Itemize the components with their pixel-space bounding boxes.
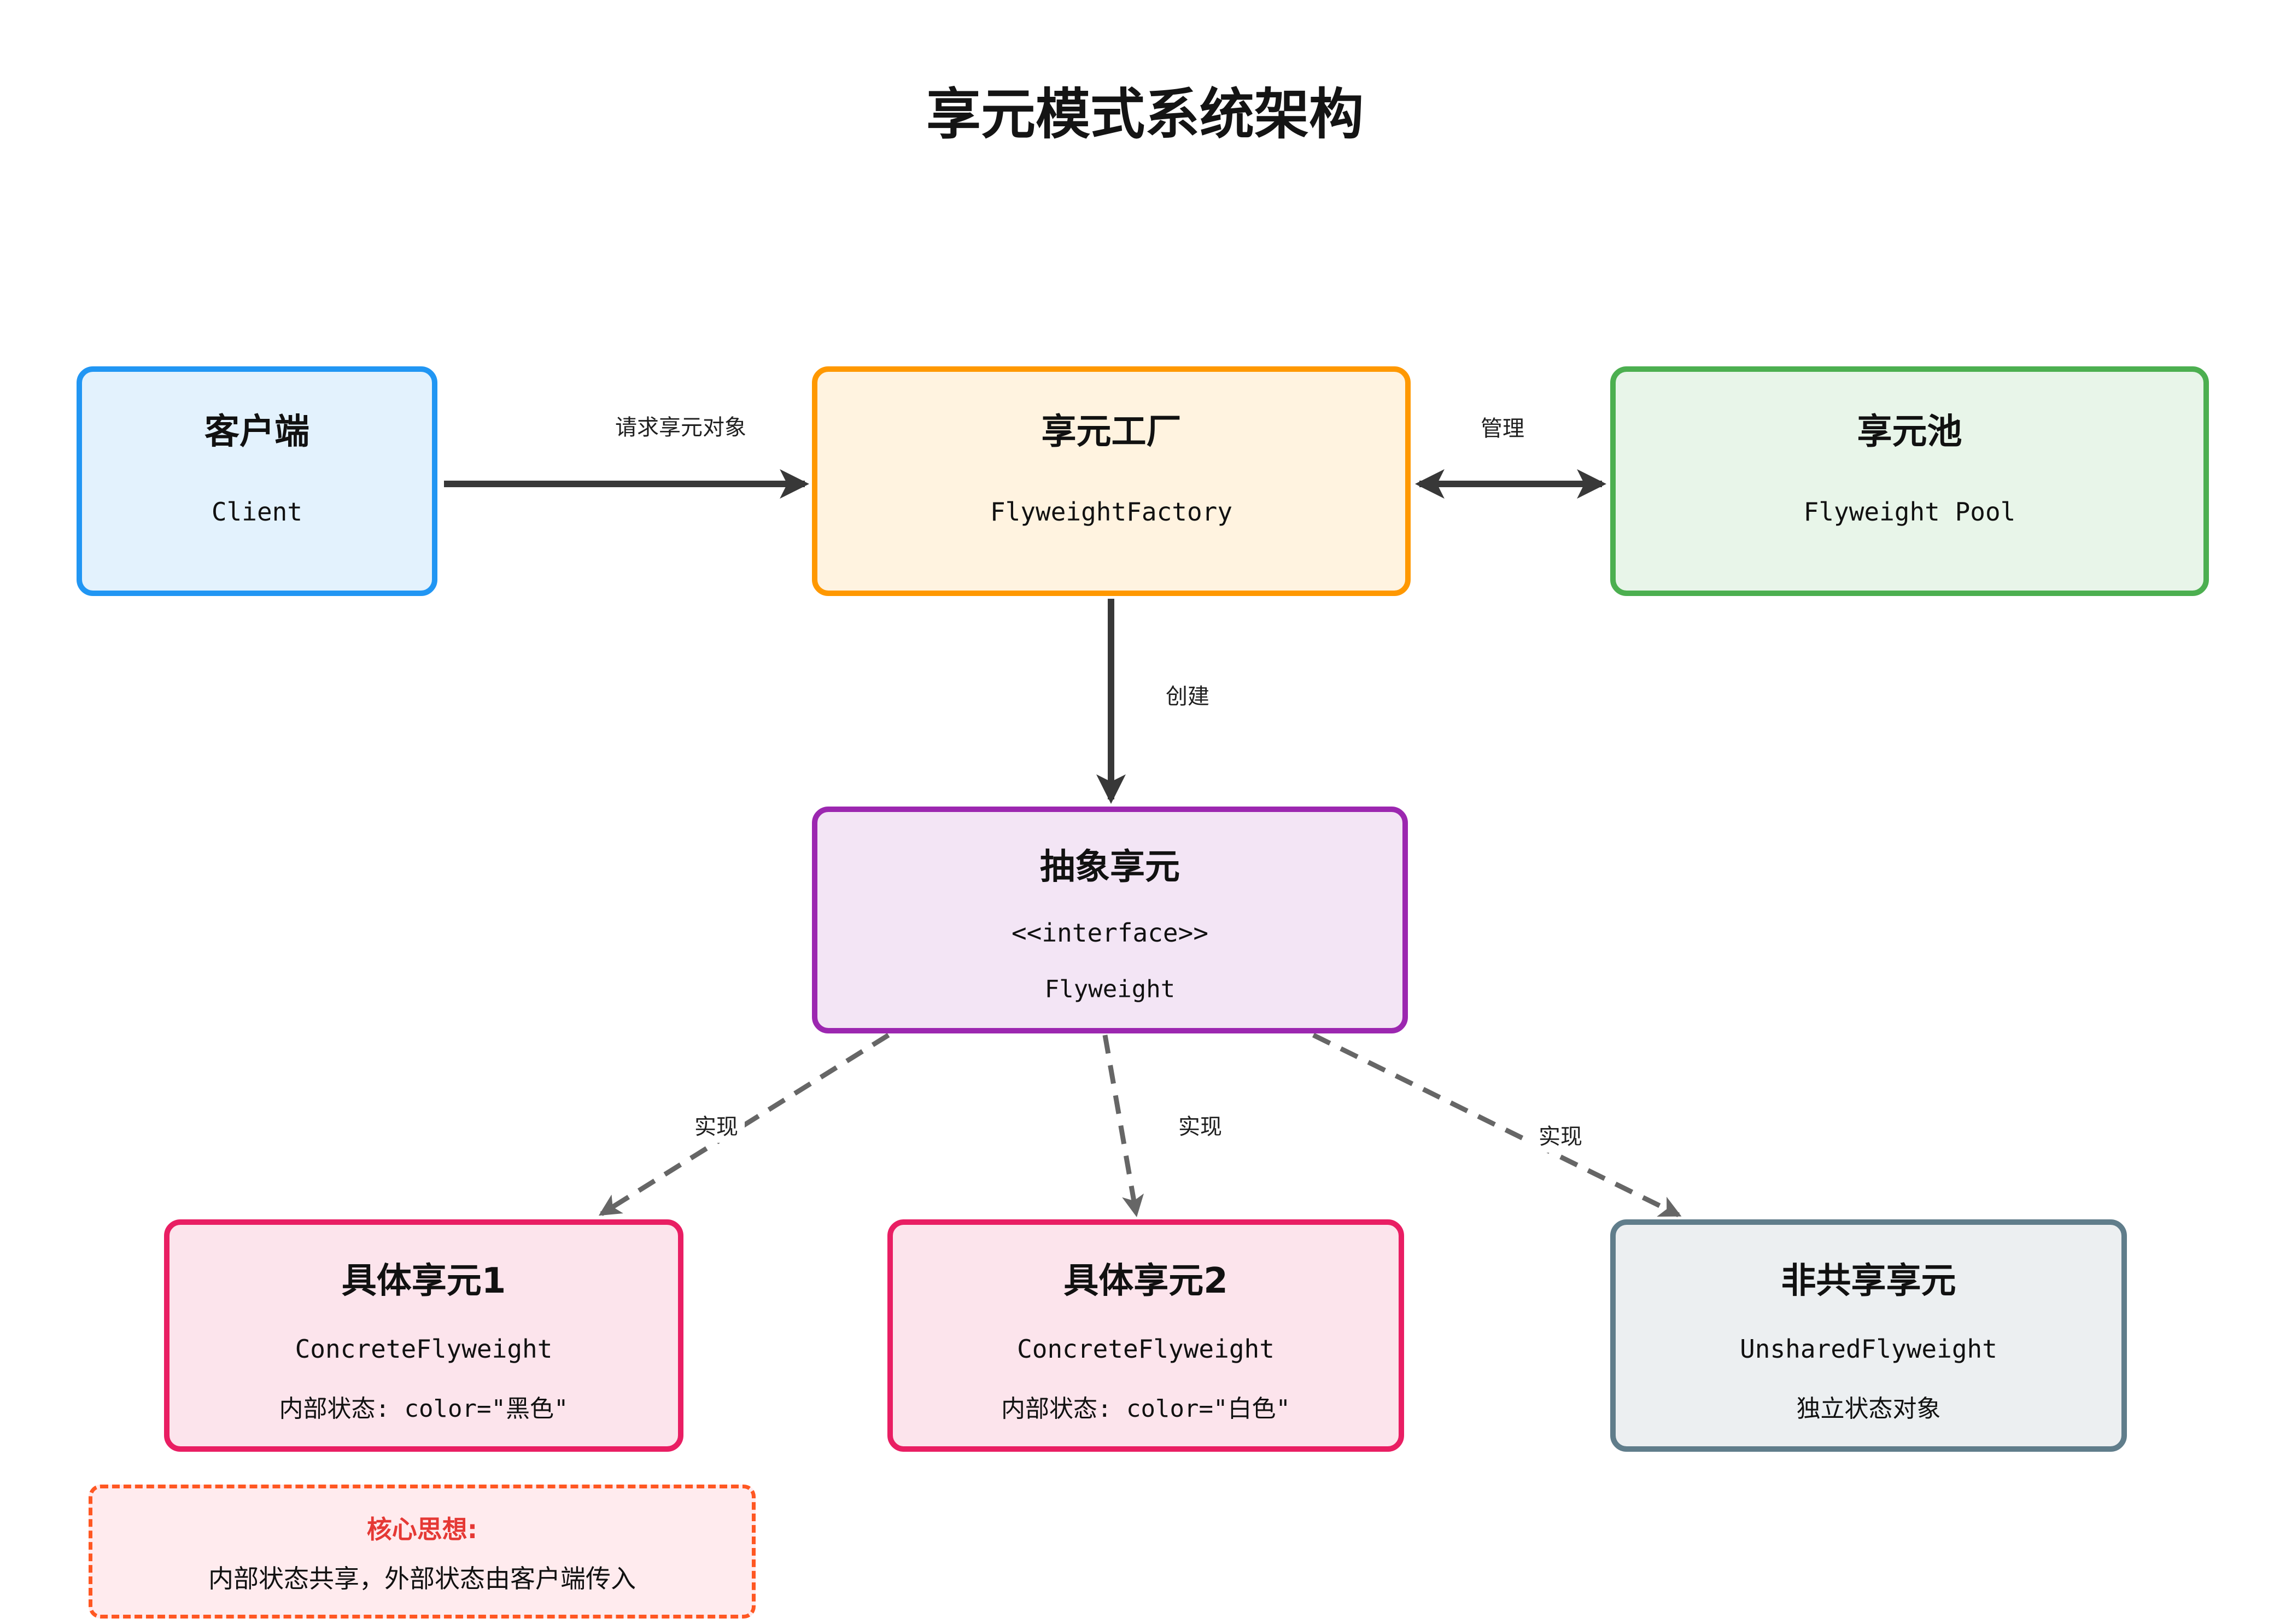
- node-unshared-flyweight: 非共享享元 UnsharedFlyweight 独立状态对象: [1610, 1219, 2127, 1452]
- node-client-title: 客户端: [204, 412, 309, 452]
- node-concrete1-state: 内部状态: color="黑色": [279, 1395, 569, 1423]
- node-client: 客户端 Client: [77, 366, 437, 596]
- node-client-subtitle: Client: [211, 497, 303, 527]
- node-flyweight-pool: 享元池 Flyweight Pool: [1610, 366, 2209, 596]
- node-factory-title: 享元工厂: [1041, 412, 1182, 452]
- core-idea-note-body: 内部状态共享，外部状态由客户端传入: [208, 1563, 636, 1593]
- edge-abstract-to-concrete2: [1102, 1035, 1144, 1217]
- node-concrete1-classname: ConcreteFlyweight: [295, 1334, 553, 1364]
- node-concrete2-classname: ConcreteFlyweight: [1017, 1334, 1275, 1364]
- node-concrete1-title: 具体享元1: [341, 1261, 506, 1302]
- node-unshared-classname: UnsharedFlyweight: [1740, 1334, 1997, 1364]
- core-idea-note-title: 核心思想:: [366, 1514, 478, 1544]
- node-abstract-stereotype: <<interface>>: [1011, 918, 1209, 948]
- edge-abstract-to-concrete1: [598, 1033, 890, 1216]
- node-abstract-flyweight: 抽象享元 <<interface>> Flyweight: [812, 807, 1408, 1033]
- edge-label-manage: 管理: [1474, 408, 1531, 445]
- node-concrete2-state: 内部状态: color="白色": [1001, 1395, 1290, 1423]
- edge-label-implements-3: 实现: [1532, 1117, 1589, 1153]
- node-abstract-title: 抽象享元: [1040, 846, 1180, 887]
- node-pool-title: 享元池: [1857, 412, 1962, 452]
- node-unshared-title: 非共享享元: [1781, 1261, 1956, 1302]
- edge-label-implements-1: 实现: [688, 1107, 745, 1143]
- edge-label-create: 创建: [1159, 676, 1216, 712]
- node-factory-subtitle: FlyweightFactory: [990, 497, 1233, 527]
- node-unshared-state: 独立状态对象: [1796, 1395, 1941, 1423]
- core-idea-note: 核心思想: 内部状态共享，外部状态由客户端传入: [89, 1485, 756, 1619]
- node-concrete2-title: 具体享元2: [1063, 1261, 1228, 1302]
- node-concrete-flyweight-2: 具体享元2 ConcreteFlyweight 内部状态: color="白色": [887, 1219, 1404, 1452]
- node-abstract-classname: Flyweight: [1044, 975, 1176, 1003]
- node-concrete-flyweight-1: 具体享元1 ConcreteFlyweight 内部状态: color="黑色": [164, 1219, 683, 1452]
- edge-label-request: 请求享元对象: [609, 407, 753, 443]
- diagram-title: 享元模式系统架构: [926, 82, 1364, 147]
- edge-abstract-to-unshared: [1312, 1032, 1682, 1218]
- node-pool-subtitle: Flyweight Pool: [1803, 497, 2016, 527]
- node-flyweight-factory: 享元工厂 FlyweightFactory: [812, 366, 1411, 596]
- edge-label-implements-2: 实现: [1172, 1107, 1229, 1143]
